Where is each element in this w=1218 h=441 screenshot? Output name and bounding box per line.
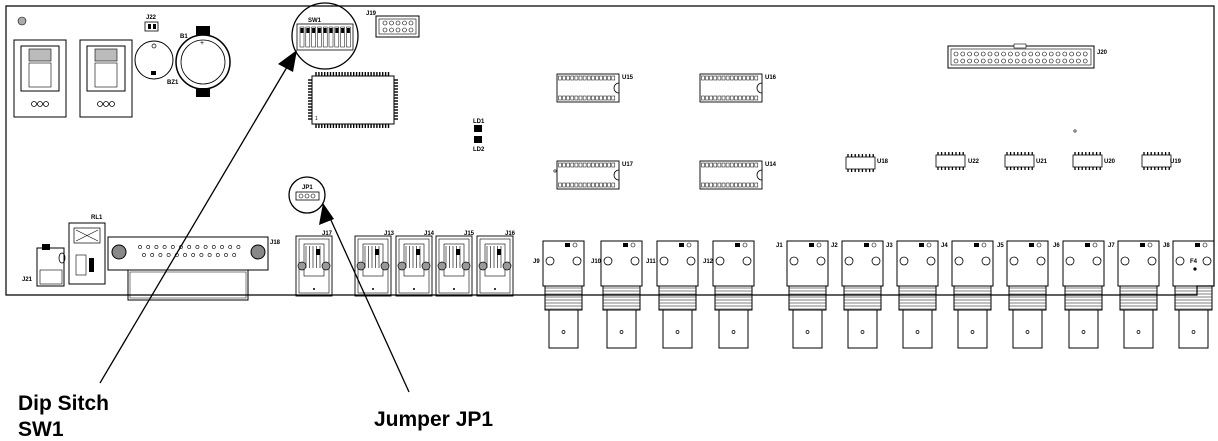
label-bz1: BZ1	[167, 80, 179, 86]
label-u14: U14	[765, 162, 777, 168]
callout-arrow-jumper	[319, 203, 410, 393]
label-u19: U19	[1170, 159, 1182, 165]
label-u18: U18	[877, 159, 889, 165]
label-ld1: LD1	[473, 119, 485, 125]
label-u20: U20	[1104, 159, 1116, 165]
voltage-regulator-right	[79, 39, 133, 118]
label-j17: J17	[322, 231, 333, 237]
callout-arrow-dip-switch	[99, 50, 297, 384]
label-b1: B1	[180, 34, 188, 40]
label-u17: U17	[622, 162, 634, 168]
label-j10: J10	[591, 259, 602, 265]
svg-text:+: +	[200, 40, 204, 47]
label-j6: J6	[1053, 243, 1060, 249]
label-j19: J19	[366, 11, 377, 17]
connector-j21	[36, 244, 66, 287]
label-j2: J2	[831, 243, 838, 249]
mounting-hole	[17, 16, 27, 26]
label-j20: J20	[1097, 50, 1108, 56]
battery-b1: +	[175, 26, 231, 97]
connector-j18-db25	[107, 236, 269, 301]
label-ld2: LD2	[473, 147, 485, 153]
callout-dip-switch-line2: SW1	[18, 418, 64, 441]
label-j1: J1	[776, 243, 783, 249]
label-rl1: RL1	[91, 215, 103, 221]
led-ld2	[474, 136, 482, 143]
label-j15: J15	[464, 231, 475, 237]
label-jp1: JP1	[302, 185, 313, 191]
led-ld1	[474, 125, 482, 132]
label-j8: J8	[1163, 243, 1170, 249]
svg-text:1: 1	[315, 116, 318, 122]
label-j5: J5	[997, 243, 1004, 249]
label-u16: U16	[765, 75, 777, 81]
label-f4: F4	[1190, 259, 1198, 265]
label-u22: U22	[968, 159, 980, 165]
buzzer-bz1	[134, 40, 174, 80]
label-j16: J16	[505, 231, 516, 237]
jumper-jp1	[288, 176, 326, 214]
label-j7: J7	[1108, 243, 1115, 249]
label-j14: J14	[424, 231, 435, 237]
label-j18: J18	[270, 240, 281, 246]
label-j4: J4	[941, 243, 948, 249]
callout-dip-switch-line1: Dip Sitch	[18, 392, 109, 415]
connector-j22	[144, 21, 159, 32]
label-j13: J13	[384, 231, 395, 237]
relay-rl1	[68, 222, 106, 285]
rj-jack-group	[295, 235, 514, 297]
callout-jumper: Jumper JP1	[374, 408, 493, 431]
label-j21: J21	[22, 277, 33, 283]
dip-switch-sw1	[291, 2, 359, 70]
label-u21: U21	[1036, 159, 1048, 165]
label-j11: J11	[646, 259, 656, 265]
label-j12: J12	[703, 259, 714, 265]
label-j3: J3	[886, 243, 893, 249]
connector-j19	[375, 15, 420, 38]
label-u15: U15	[622, 75, 634, 81]
qfp-processor: 1	[308, 72, 398, 128]
soic-ic-group	[845, 152, 1172, 172]
bnc-connector-group	[542, 240, 1215, 349]
voltage-regulator-left	[13, 39, 67, 118]
label-j22: J22	[146, 15, 157, 21]
label-sw1: SW1	[308, 18, 322, 24]
label-j9: J9	[533, 259, 540, 265]
dip-ic-group	[556, 73, 763, 190]
connector-j20	[947, 43, 1095, 69]
pcb-board	[5, 5, 1215, 296]
